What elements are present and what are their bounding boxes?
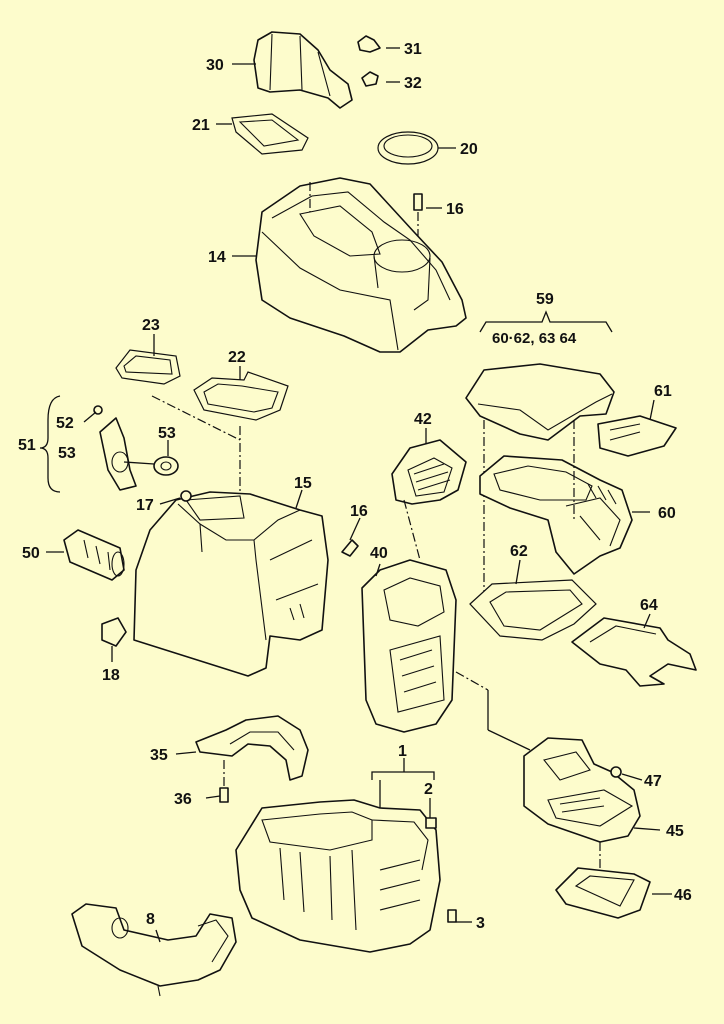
label-16-upper: 16: [446, 201, 464, 218]
label-22: 22: [228, 349, 246, 366]
bracket-51: [39, 395, 61, 493]
label-50: 50: [22, 545, 40, 562]
part-42-vent: [391, 439, 467, 505]
label-35: 35: [150, 747, 168, 764]
part-46-mat: [555, 867, 651, 919]
label-23: 23: [142, 317, 160, 334]
part-31-clip: [357, 35, 381, 53]
part-32-clip: [361, 71, 379, 87]
part-15-console-body: [133, 491, 329, 677]
part-armrest-lid: [465, 363, 615, 441]
label-64: 64: [640, 597, 658, 614]
label-8: 8: [146, 911, 155, 928]
label-17: 17: [136, 497, 154, 514]
label-16-side: 16: [350, 503, 368, 520]
part-53-grommet: [123, 456, 179, 476]
part-20-round-mat: [377, 131, 439, 165]
part-40-trim-panel: [361, 559, 457, 733]
label-1: 1: [398, 743, 407, 760]
label-32: 32: [404, 75, 422, 92]
label-51: 51: [18, 437, 36, 454]
label-18: 18: [102, 667, 120, 684]
label-46: 46: [674, 887, 692, 904]
label-45: 45: [666, 823, 684, 840]
label-15: 15: [294, 475, 312, 492]
label-52: 52: [56, 415, 74, 432]
part-23-lid: [115, 349, 181, 385]
part-2-clip: [425, 817, 437, 829]
label-21: 21: [192, 117, 210, 134]
part-16-clip: [341, 539, 359, 557]
part-3-screw: [447, 909, 457, 923]
part-21-mat: [231, 113, 309, 155]
part-47-clip: [610, 766, 622, 778]
part-22-mat: [193, 371, 289, 421]
label-59-subparts: 60·62, 63 64: [492, 330, 577, 347]
part-62-tray: [469, 579, 597, 641]
part-1-lower-bracket: [235, 799, 441, 953]
part-64-insert: [571, 617, 697, 687]
part-35-bracket: [195, 715, 309, 781]
part-8-air-duct: [71, 903, 237, 997]
label-30: 30: [206, 57, 224, 74]
part-50-sleeve: [63, 529, 125, 581]
label-36: 36: [174, 791, 192, 808]
part-53-sleeve: [99, 417, 137, 491]
part-14-console-cover: [255, 177, 467, 353]
label-47: 47: [644, 773, 662, 790]
label-42: 42: [414, 411, 432, 428]
label-59: 59: [536, 291, 554, 308]
part-17-fastener: [180, 490, 192, 502]
label-53-sleeve: 53: [58, 445, 76, 462]
part-18-cap: [101, 617, 127, 647]
label-60: 60: [658, 505, 676, 522]
part-45-holder: [523, 737, 641, 843]
label-61: 61: [654, 383, 672, 400]
part-30-bracket: [253, 31, 353, 109]
label-31: 31: [404, 41, 422, 58]
part-61-hinge: [597, 415, 677, 457]
label-2: 2: [424, 781, 433, 798]
label-14: 14: [208, 249, 226, 266]
label-3: 3: [476, 915, 485, 932]
part-36-screw: [219, 760, 229, 803]
leader-lines: [46, 47, 672, 943]
label-20: 20: [460, 141, 478, 158]
part-60-armrest-base: [479, 455, 633, 575]
callout-labels: 30 31 32 21 20 16 14 23 22 59 60·62, 63 …: [18, 41, 692, 932]
label-62: 62: [510, 543, 528, 560]
label-53-grommet: 53: [158, 425, 176, 442]
label-40: 40: [370, 545, 388, 562]
